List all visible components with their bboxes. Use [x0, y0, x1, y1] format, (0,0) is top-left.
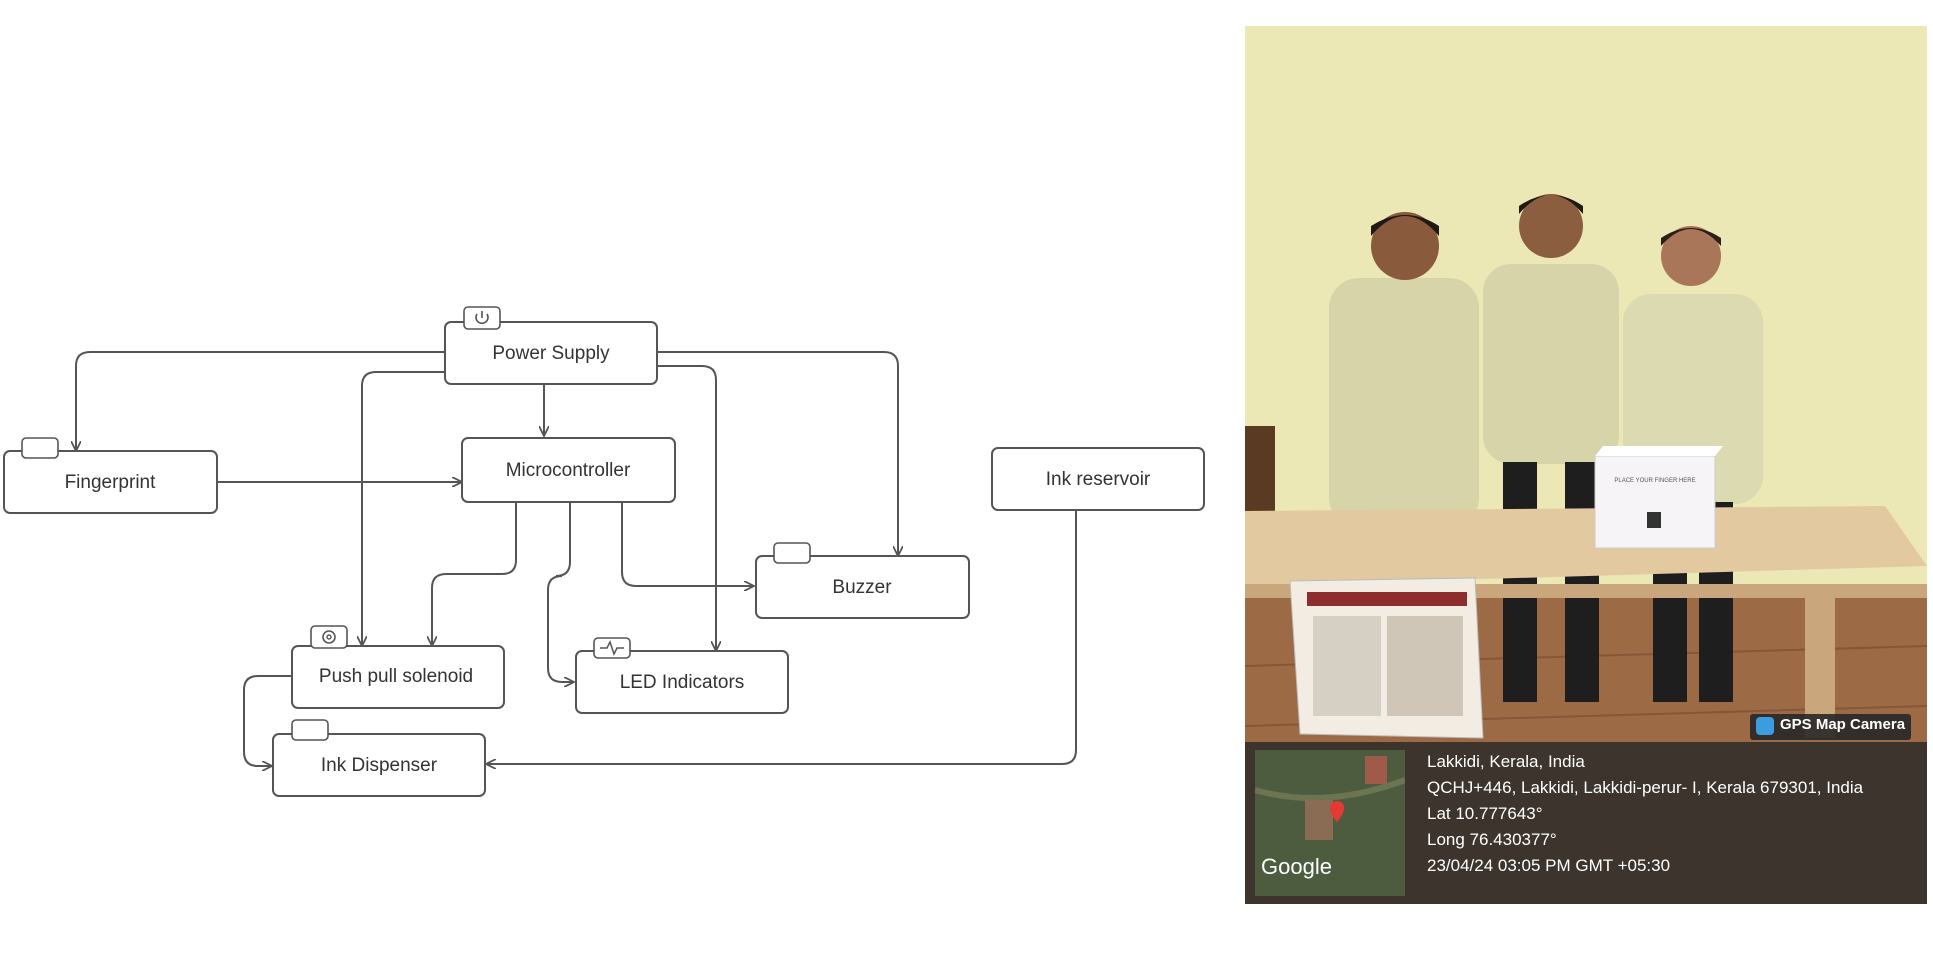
edge-microcontroller-solenoid: [432, 502, 517, 646]
edge-microcontroller-led: [547, 502, 574, 682]
device-sign: PLACE YOUR FINGER HERE: [1614, 478, 1695, 484]
node-label: Buzzer: [832, 577, 892, 598]
person-middle: [1483, 194, 1619, 702]
block-diagram: Power Supply Fingerprint Microcontroller…: [3, 306, 1205, 797]
map-image: [1255, 750, 1405, 896]
node-microcontroller[interactable]: Microcontroller: [461, 437, 676, 503]
edge-solenoid-dispenser: [243, 675, 292, 766]
node-label: Ink Dispenser: [321, 755, 438, 776]
location-map: [1255, 750, 1405, 896]
location-address: QCHJ+446, Lakkidi, Lakkidi-perur- I, Ker…: [1427, 778, 1864, 797]
node-ink-reservoir[interactable]: Ink reservoir: [991, 447, 1205, 511]
pulse-icon: [600, 640, 624, 656]
timestamp: 23/04/24 03:05 PM GMT +05:30: [1427, 856, 1671, 875]
node-fingerprint[interactable]: Fingerprint: [3, 437, 218, 514]
gear-icon: [322, 630, 336, 644]
node-push-pull-solenoid[interactable]: Push pull solenoid: [291, 625, 505, 709]
poster: [1289, 577, 1484, 739]
edge-power-led: [657, 365, 716, 651]
node-power-supply[interactable]: Power Supply: [444, 306, 658, 385]
gps-badge: GPS Map Camera: [1750, 714, 1912, 740]
device-box: PLACE YOUR FINGER HERE: [1594, 446, 1723, 549]
gps-camera-icon: [1756, 717, 1774, 735]
edge-reservoir-dispenser: [486, 510, 1077, 764]
google-logo: Google: [1261, 854, 1332, 879]
badge-label: GPS Map Camera: [1780, 716, 1906, 733]
edge-power-fingerprint: [76, 351, 445, 451]
longitude: Long 76.430377°: [1427, 830, 1557, 849]
edge-power-solenoid: [362, 371, 445, 646]
node-tab-icon: [773, 542, 811, 564]
node-tab-icon: [21, 437, 59, 459]
latitude: Lat 10.777643°: [1427, 804, 1543, 823]
node-label: Microcontroller: [506, 460, 631, 481]
location-name: Lakkidi, Kerala, India: [1427, 752, 1585, 771]
project-photo: PLACE YOUR FINGER HERE GPS Map Camera Go…: [1245, 26, 1927, 904]
edge-power-buzzer: [657, 351, 898, 556]
power-icon: [475, 311, 489, 325]
node-tab-icon: [291, 719, 329, 741]
node-label: Ink reservoir: [1046, 469, 1151, 490]
node-label: LED Indicators: [620, 672, 745, 693]
node-label: Push pull solenoid: [319, 666, 473, 687]
node-ink-dispenser[interactable]: Ink Dispenser: [272, 719, 486, 797]
node-led-indicators[interactable]: LED Indicators: [575, 637, 789, 714]
map-pin-icon: [1330, 801, 1344, 822]
node-label: Power Supply: [492, 343, 610, 364]
edge-microcontroller-buzzer: [621, 502, 754, 586]
node-label: Fingerprint: [65, 472, 157, 493]
node-buzzer[interactable]: Buzzer: [755, 542, 970, 619]
connections: [76, 351, 1077, 766]
